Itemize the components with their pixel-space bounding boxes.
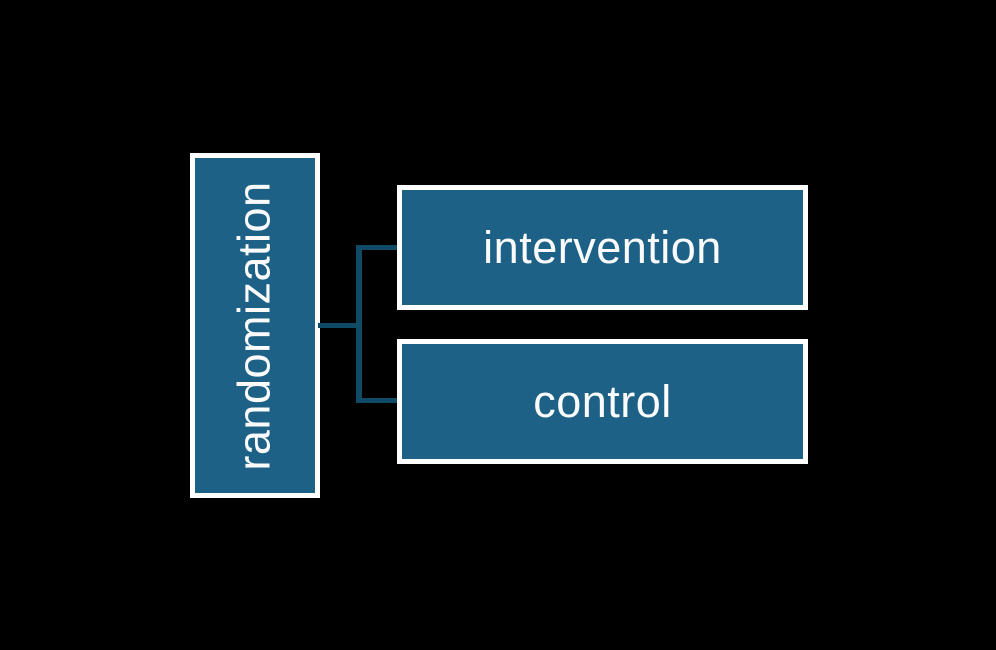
connector-vertical-line bbox=[356, 245, 362, 403]
intervention-node-label: intervention bbox=[483, 221, 722, 273]
connector-to-intervention bbox=[356, 245, 398, 250]
control-node: control bbox=[397, 339, 808, 464]
randomization-node: randomization bbox=[190, 153, 320, 498]
randomization-node-label: randomization bbox=[229, 180, 280, 471]
connector-randomization-stem bbox=[318, 323, 360, 328]
intervention-node: intervention bbox=[397, 185, 808, 310]
connector-to-control bbox=[356, 398, 398, 403]
control-node-label: control bbox=[533, 375, 672, 427]
